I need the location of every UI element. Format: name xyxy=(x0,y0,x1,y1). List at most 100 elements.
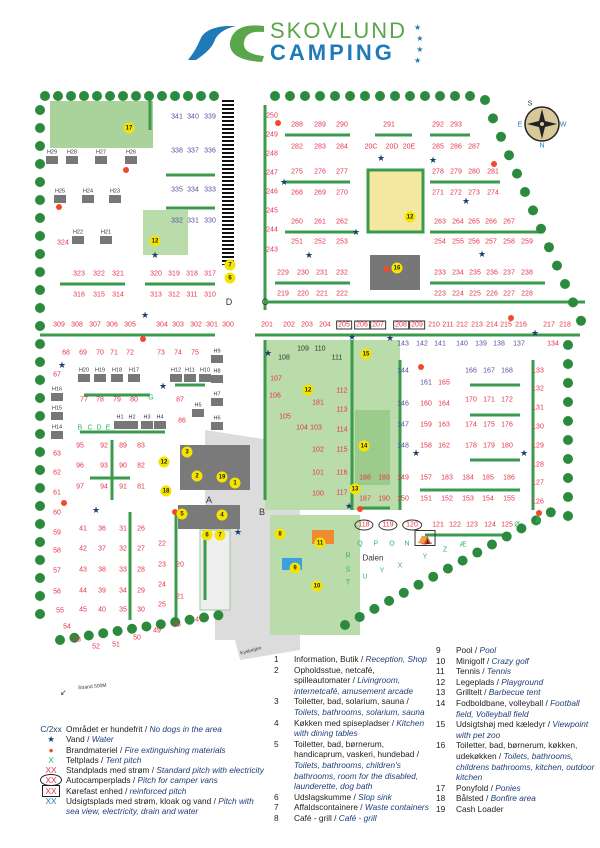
pitch-label[interactable]: 324 xyxy=(57,239,69,247)
pitch-label[interactable]: 176 xyxy=(501,421,513,429)
pitch-label[interactable]: 107 xyxy=(270,375,282,383)
pitch-label[interactable]: 39 xyxy=(98,587,106,595)
tent-pitch-label[interactable]: N xyxy=(404,540,410,548)
pitch-label[interactable]: 24 xyxy=(158,581,166,589)
facility-marker[interactable]: 2 xyxy=(191,470,203,482)
pitch-label[interactable]: 93 xyxy=(100,462,108,470)
pitch-label[interactable]: 147 xyxy=(397,421,409,429)
pitch-label[interactable]: 203 xyxy=(301,321,313,329)
pitch-label[interactable]: 30 xyxy=(137,606,145,614)
pitch-label[interactable]: 63 xyxy=(53,450,61,458)
pitch-label[interactable]: 305 xyxy=(124,321,136,329)
pitch-label[interactable]: 132 xyxy=(532,385,544,393)
pitch-label[interactable]: 314 xyxy=(112,291,124,299)
pitch-label[interactable]: 161 xyxy=(420,379,432,387)
cabin-label[interactable]: H2 xyxy=(128,414,136,421)
pitch-label[interactable]: 331 xyxy=(187,217,199,225)
pitch-label[interactable]: 45 xyxy=(79,606,87,614)
pitch-label[interactable]: 189 xyxy=(378,474,390,482)
cabin-label[interactable]: H26 xyxy=(125,149,137,156)
pitch-label[interactable]: 283 xyxy=(314,143,326,151)
pitch-label[interactable]: 302 xyxy=(190,321,202,329)
pitch-label[interactable]: 186 xyxy=(503,474,515,482)
pitch-label[interactable]: 215 xyxy=(500,321,512,329)
pitch-label[interactable]: 148 xyxy=(397,442,409,450)
pitch-label[interactable]: 293 xyxy=(450,121,462,129)
pitch-label[interactable]: 290 xyxy=(336,121,348,129)
facility-marker[interactable]: 13 xyxy=(349,483,361,495)
pitch-label[interactable]: 159 xyxy=(420,421,432,429)
pitch-label[interactable]: 151 xyxy=(420,495,432,503)
pitch-label[interactable]: 339 xyxy=(204,113,216,121)
pitch-label[interactable]: 62 xyxy=(53,469,61,477)
pitch-label[interactable]: 306 xyxy=(106,321,118,329)
pitch-label[interactable]: 233 xyxy=(434,269,446,277)
pitch-label[interactable]: 319 xyxy=(168,270,180,278)
pitch-label[interactable]: 220 xyxy=(297,290,309,298)
cabin-label[interactable]: H29 xyxy=(46,149,58,156)
pitch-label[interactable]: 310 xyxy=(204,291,216,299)
pitch-label[interactable]: 121 xyxy=(432,521,444,529)
pitch-label[interactable]: 153 xyxy=(462,495,474,503)
pitch-label[interactable]: 33 xyxy=(119,566,127,574)
pitch-label[interactable]: 277 xyxy=(336,168,348,176)
pitch-label[interactable]: 332 xyxy=(171,217,183,225)
pitch-label[interactable]: 128 xyxy=(532,461,544,469)
pitch-label[interactable]: 134 xyxy=(547,340,559,348)
pitch-label[interactable]: 229 xyxy=(277,269,289,277)
pitch-label[interactable]: 104 xyxy=(296,424,308,432)
cabin-label[interactable]: H8 xyxy=(213,368,221,375)
pitch-label[interactable]: 330 xyxy=(204,217,216,225)
pitch-label[interactable]: 51 xyxy=(112,641,120,649)
cabin-label[interactable]: H7 xyxy=(213,391,221,398)
pitch-label[interactable]: 20E xyxy=(402,143,416,151)
pitch-label[interactable]: 341 xyxy=(171,113,183,121)
cabin-label[interactable]: H27 xyxy=(95,149,107,156)
pitch-label[interactable]: 227 xyxy=(503,290,515,298)
pitch-label[interactable]: 225 xyxy=(469,290,481,298)
pitch-label[interactable]: 50 xyxy=(133,634,141,642)
cabin-label[interactable]: H1 xyxy=(116,414,124,421)
pitch-label[interactable]: 31 xyxy=(119,525,127,533)
tent-pitch-label[interactable]: C xyxy=(87,424,93,432)
pitch-label[interactable]: 213 xyxy=(471,321,483,329)
pitch-label[interactable]: 146 xyxy=(397,400,409,408)
pitch-label[interactable]: 125 xyxy=(501,521,513,529)
pitch-label[interactable]: 55 xyxy=(56,607,64,615)
pitch-label[interactable]: 222 xyxy=(336,290,348,298)
pitch-label[interactable]: 154 xyxy=(482,495,494,503)
tent-pitch-label[interactable]: U xyxy=(362,573,368,581)
pitch-label[interactable]: 340 xyxy=(187,113,199,121)
facility-marker[interactable]: 16 xyxy=(391,262,403,274)
pitch-label[interactable]: 129 xyxy=(532,442,544,450)
pitch-label[interactable]: 257 xyxy=(485,238,497,246)
pitch-label[interactable]: 284 xyxy=(336,143,348,151)
pitch-label[interactable]: 221 xyxy=(316,290,328,298)
facility-marker[interactable]: 17 xyxy=(123,122,135,134)
pitch-label[interactable]: 166 xyxy=(465,367,477,375)
pitch-label[interactable]: 303 xyxy=(172,321,184,329)
pitch-label[interactable]: 91 xyxy=(119,483,127,491)
pitch-label[interactable]: 73 xyxy=(157,349,165,357)
pitch-label[interactable]: 336 xyxy=(204,147,216,155)
pitch-label[interactable]: 231 xyxy=(316,269,328,277)
pitch-label[interactable]: 21 xyxy=(176,593,184,601)
pitch-label[interactable]: 267 xyxy=(503,218,515,226)
pitch-label[interactable]: 174 xyxy=(465,421,477,429)
pitch-label[interactable]: 266 xyxy=(485,218,497,226)
pitch-label[interactable]: 37 xyxy=(98,545,106,553)
pitch-label[interactable]: 90 xyxy=(119,462,127,470)
pitch-label[interactable]: 285 xyxy=(432,143,444,151)
pitch-label[interactable]: 244 xyxy=(266,226,278,234)
tent-pitch-label[interactable]: Z xyxy=(442,546,448,554)
pitch-label[interactable]: 210 xyxy=(428,321,440,329)
pitch-label[interactable]: 312 xyxy=(168,291,180,299)
pitch-label[interactable]: 300 xyxy=(222,321,234,329)
pitch-label[interactable]: 25 xyxy=(158,601,166,609)
facility-marker[interactable]: 12 xyxy=(149,235,161,247)
cabin-label[interactable]: H11 xyxy=(185,367,195,374)
pitch-label[interactable]: 43 xyxy=(79,566,87,574)
pitch-label[interactable]: 316 xyxy=(73,291,85,299)
pitch-label[interactable]: 126 xyxy=(532,498,544,506)
pitch-label[interactable]: 74 xyxy=(174,349,182,357)
